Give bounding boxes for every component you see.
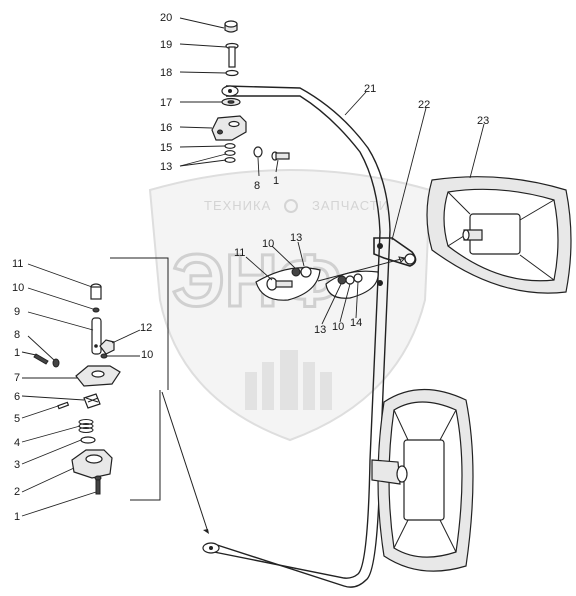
- watermark-gear-icon: [284, 199, 298, 213]
- assembly-lines: [110, 257, 209, 534]
- part-8-washer-left: [52, 358, 60, 368]
- part-8-washer-top: [253, 146, 263, 158]
- part-15-washer: [224, 143, 236, 149]
- part-21-mirror-rod: [202, 85, 391, 588]
- callout-11-mid: 11: [234, 247, 245, 259]
- callout-1-bottom: 1: [14, 511, 20, 523]
- part-12-plug: [99, 339, 115, 355]
- part-18-washer: [225, 69, 239, 77]
- callout-17: 17: [160, 97, 172, 109]
- part-7-housing: [75, 365, 121, 387]
- lower-mirror: [371, 388, 474, 572]
- callout-10-lower: 10: [332, 321, 344, 333]
- callout-14: 14: [350, 317, 362, 329]
- callout-10-left-2: 10: [141, 349, 153, 361]
- callout-1-left: 1: [14, 347, 20, 359]
- part-19-bolt: [225, 42, 239, 68]
- part-17-washer: [221, 97, 241, 107]
- watermark-wheat-icon: [245, 350, 332, 410]
- callout-13-lower: 13: [314, 324, 326, 336]
- callout-8-left: 8: [14, 329, 20, 341]
- part-5-pin: [57, 401, 70, 410]
- leader-lines: [21, 17, 485, 517]
- callout-10-mid: 10: [262, 238, 274, 250]
- part-10-ring-left: [92, 307, 100, 313]
- part-16-bracket: [211, 115, 247, 141]
- part-10-ring-left-2: [100, 353, 108, 359]
- watermark-shield: [148, 169, 432, 442]
- callout-5: 5: [14, 413, 20, 425]
- part-4-spring: [78, 419, 94, 433]
- callout-7: 7: [14, 372, 20, 384]
- callout-3: 3: [14, 459, 20, 471]
- callout-15: 15: [160, 142, 172, 154]
- callout-numbers: 20 19 18 17 16 15 13 8 1 21 22 23 11 10 …: [12, 12, 489, 523]
- callout-1-top: 1: [273, 175, 279, 187]
- part-13-nuts-top: [224, 150, 236, 163]
- part-6-grease-fitting: [83, 393, 101, 409]
- callout-11-left: 11: [12, 258, 23, 270]
- callout-9: 9: [14, 306, 20, 318]
- part-22-mirror-arm: [317, 237, 417, 282]
- part-9-shaft: [91, 317, 102, 355]
- callout-2: 2: [14, 486, 20, 498]
- callout-12: 12: [140, 322, 152, 334]
- callout-10-left: 10: [12, 282, 24, 294]
- callout-4: 4: [14, 437, 20, 449]
- callout-18: 18: [160, 67, 172, 79]
- callout-13-mid: 13: [290, 232, 302, 244]
- callout-8-top: 8: [254, 180, 260, 192]
- part-1-bolt-top: [271, 151, 290, 161]
- callout-16: 16: [160, 122, 172, 134]
- callout-19: 19: [160, 39, 172, 51]
- callout-23: 23: [477, 115, 489, 127]
- part-23-upper-mirror: [426, 176, 572, 294]
- callout-21: 21: [364, 83, 376, 95]
- part-1-screw-left: [33, 353, 49, 365]
- part-20-cap-nut: [224, 20, 238, 33]
- part-11-pin-left: [90, 283, 102, 300]
- part-2-clamp-body: [71, 449, 113, 479]
- callout-22: 22: [418, 99, 430, 111]
- watermark-brand-text-2: ЗАПЧАСТИ: [312, 198, 389, 213]
- callout-20: 20: [160, 12, 172, 24]
- part-3-washer: [80, 436, 96, 444]
- callout-6: 6: [14, 391, 20, 403]
- callout-13-top: 13: [160, 161, 172, 173]
- part-1-screw-bottom: [94, 475, 102, 495]
- watermark-brand-text: ТЕХНИКА: [204, 198, 271, 213]
